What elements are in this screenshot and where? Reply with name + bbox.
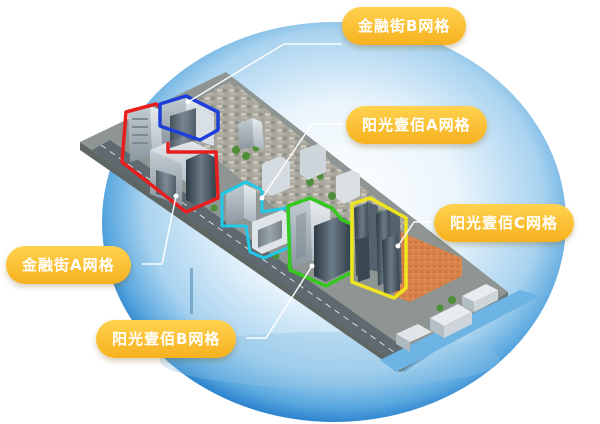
label-jinrongjie-b[interactable]: 金融街B网格 (342, 7, 467, 45)
yangguang-a-buildings (226, 184, 290, 254)
residential-blocks-north (196, 82, 270, 130)
label-yangguang-c[interactable]: 阳光壹佰C网格 (434, 204, 575, 242)
leader-yangguang-a (261, 123, 344, 199)
distant-tower (190, 268, 193, 314)
leader-yangguang-b (246, 265, 313, 339)
callout-leader-lines (142, 43, 432, 339)
district-base-edge (80, 142, 400, 372)
leader-jinrongjie-b (187, 43, 342, 103)
yangguang-b-buildings (290, 200, 350, 282)
leader-jinrongjie-a (142, 195, 177, 265)
midrise-cluster-north (238, 118, 360, 204)
label-jinrongjie-a[interactable]: 金融街A网格 (6, 246, 131, 284)
river-edge (380, 290, 540, 372)
jinrongjie-b-boundary (158, 94, 220, 142)
yangguang-c-boundary (350, 196, 408, 300)
callout-anchor-dots (173, 99, 401, 269)
lowrise-cluster-southeast (396, 284, 498, 352)
construction-lot (394, 230, 462, 302)
label-yangguang-a[interactable]: 阳光壹佰A网格 (346, 106, 487, 144)
label-yangguang-b[interactable]: 阳光壹佰B网格 (96, 320, 237, 358)
leader-yangguang-c (397, 221, 432, 247)
